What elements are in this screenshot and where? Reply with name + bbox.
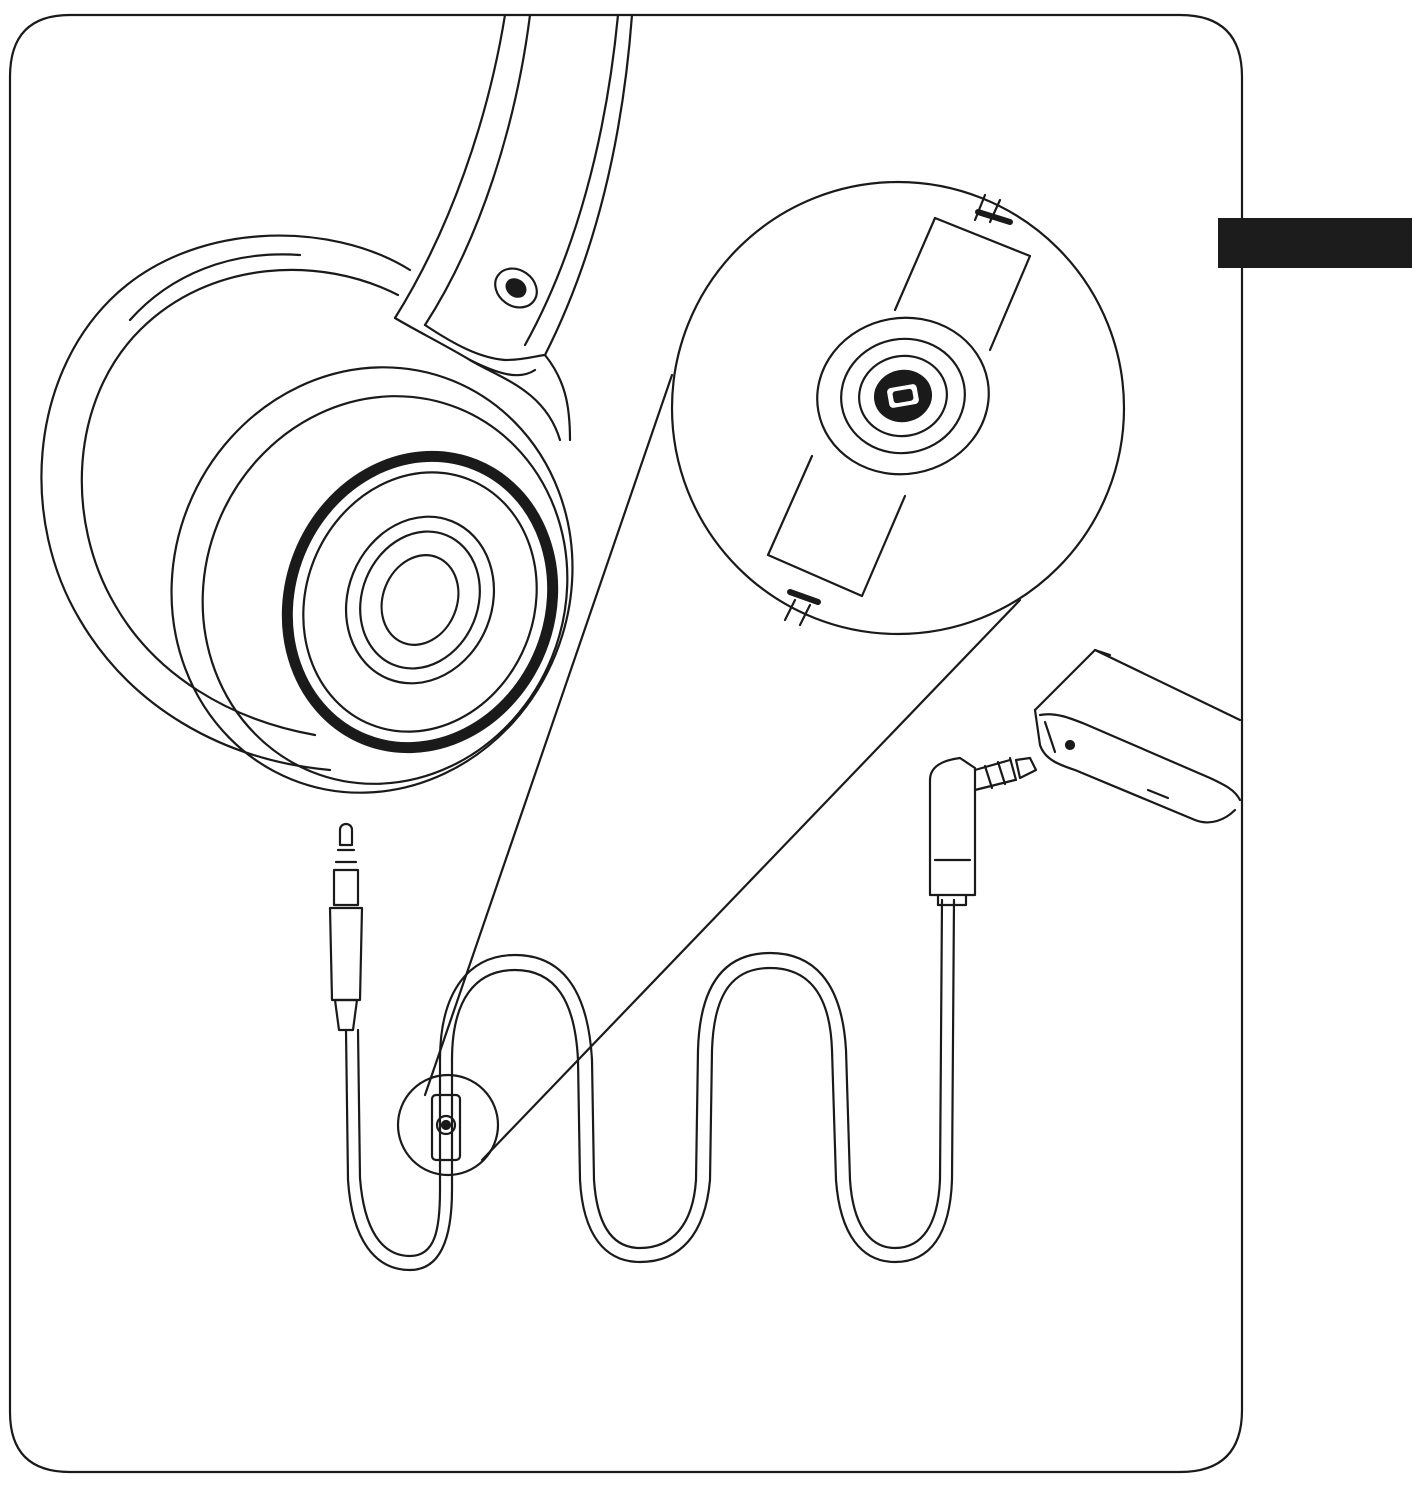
headband bbox=[393, 13, 634, 442]
speaker-center-outer bbox=[344, 515, 496, 685]
inline-remote-magnified bbox=[766, 193, 1032, 627]
coiled-cable bbox=[344, 898, 956, 1272]
audio-device bbox=[1033, 648, 1242, 824]
headband-logo-icon bbox=[494, 267, 538, 309]
straight-plug bbox=[328, 822, 364, 1032]
callout-small-circle bbox=[396, 1073, 500, 1177]
ear-cushion-outer bbox=[40, 234, 412, 772]
callout-large-circle bbox=[670, 180, 1126, 636]
ear-cup-rim bbox=[170, 366, 574, 794]
ear-cup-thick-ring bbox=[281, 450, 559, 754]
section-tab bbox=[1218, 218, 1412, 268]
speaker-center-inner bbox=[380, 554, 460, 646]
panel-frame bbox=[8, 13, 1244, 1474]
ear-cushion-inner bbox=[80, 268, 400, 737]
headphone bbox=[40, 13, 634, 794]
cable-remote-button-icon bbox=[435, 1114, 457, 1136]
right-angle-plug bbox=[928, 756, 1038, 907]
